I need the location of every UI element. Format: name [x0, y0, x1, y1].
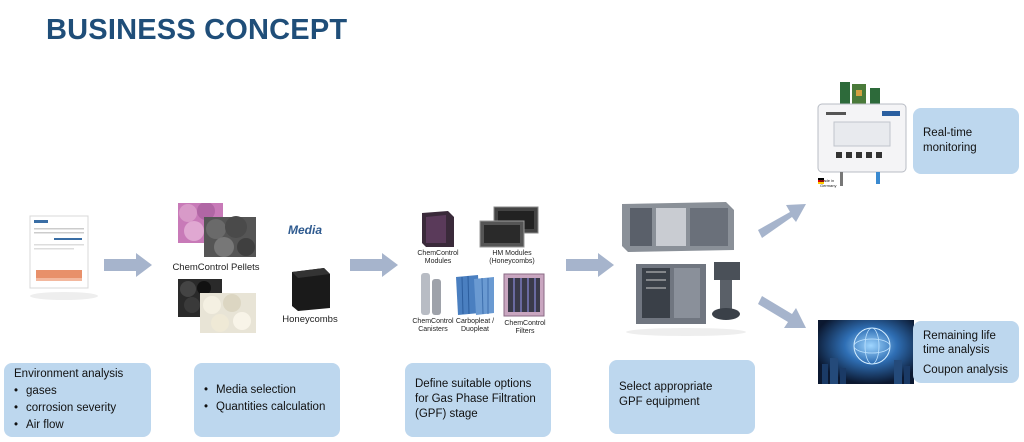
- select-equipment-text: Select appropriate GPF equipment: [619, 381, 713, 408]
- arrow-right-icon: [104, 253, 152, 277]
- real-time-monitoring-text: Real-time monitoring: [923, 127, 977, 154]
- network-globe-image-icon: [818, 320, 914, 384]
- arrow-right-icon: [566, 253, 614, 277]
- pellets-image-icon: [178, 202, 256, 259]
- page-title: BUSINESS CONCEPT: [46, 14, 348, 46]
- arrow-right-icon: [350, 253, 398, 277]
- media-heading: Media: [288, 223, 323, 237]
- arrow-down-right-icon: [758, 296, 806, 328]
- environment-analysis-title: Environment analysis: [14, 368, 124, 380]
- carbopleat-image-icon: [454, 273, 496, 317]
- arrow-up-right-icon: [758, 204, 806, 238]
- remaining-life-box: Remaining life time analysis Coupon anal…: [913, 321, 1019, 383]
- honeycomb-image-icon: [288, 266, 332, 312]
- canisters-image-icon: [418, 271, 444, 317]
- filters-image-icon: [502, 272, 546, 318]
- honeycombs-label: Honeycombs: [282, 314, 338, 325]
- list-item: gases: [14, 383, 141, 400]
- hm-modules-image-icon: [478, 205, 542, 249]
- carbopleat-label: Carbopleat / Duopleat: [455, 318, 495, 333]
- monitor-device-image-icon: [812, 80, 910, 194]
- select-equipment-box: Select appropriate GPF equipment: [609, 360, 755, 434]
- media-selection-box: Media selection Quantities calculation: [194, 363, 340, 437]
- hm-modules-label: HM Modules (Honeycombs): [489, 250, 535, 265]
- environment-analysis-box: Environment analysis gases corrosion sev…: [4, 363, 151, 437]
- remaining-life-text: Remaining life time analysis: [923, 330, 996, 356]
- made-in-germany-label: Made in Germany: [820, 178, 837, 188]
- pellets-black-white-image-icon: [178, 279, 256, 333]
- pellets-label: ChemControl Pellets: [172, 262, 260, 273]
- report-thumbnail-icon: [24, 212, 104, 304]
- modules-label: ChemControl Modules: [417, 250, 459, 265]
- list-item: Air flow: [14, 417, 141, 434]
- real-time-monitoring-box: Real-time monitoring: [913, 108, 1019, 174]
- gpf-equipment-image-icon: [616, 198, 756, 338]
- modules-image-icon: [418, 209, 458, 249]
- list-item: Media selection: [204, 382, 330, 399]
- canisters-label: ChemControl Canisters: [412, 318, 454, 333]
- define-options-box: Define suitable options for Gas Phase Fi…: [405, 363, 551, 437]
- filters-label: ChemControl Filters: [504, 320, 546, 335]
- define-options-text: Define suitable options for Gas Phase Fi…: [415, 378, 536, 420]
- list-item: Quantities calculation: [204, 399, 330, 416]
- list-item: corrosion severity: [14, 400, 141, 417]
- coupon-analysis-text: Coupon analysis: [923, 364, 1009, 376]
